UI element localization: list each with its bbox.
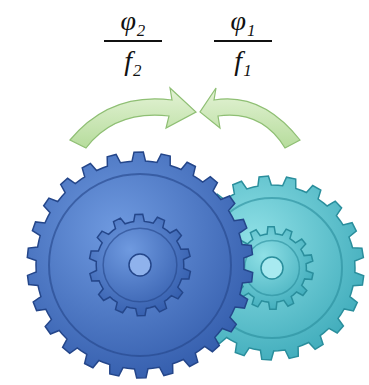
gear-hub — [129, 254, 151, 276]
gear — [27, 152, 252, 378]
curved-arrow — [70, 88, 196, 148]
inner-ring — [245, 241, 300, 296]
numerator: φ₂ — [98, 6, 168, 36]
fraction-bar — [214, 40, 272, 42]
fraction-bar — [104, 40, 162, 42]
fraction: φ₁ f₁ — [208, 6, 278, 76]
inner-ring — [103, 228, 177, 302]
gear-hub — [261, 257, 283, 279]
inner-gear — [90, 214, 191, 316]
curved-arrow — [200, 88, 300, 148]
gear-ring — [49, 174, 231, 356]
fraction: φ₂ f₂ — [98, 6, 168, 76]
numerator: φ₁ — [208, 6, 278, 36]
denominator: f₁ — [208, 46, 278, 76]
denominator: f₂ — [98, 46, 168, 76]
